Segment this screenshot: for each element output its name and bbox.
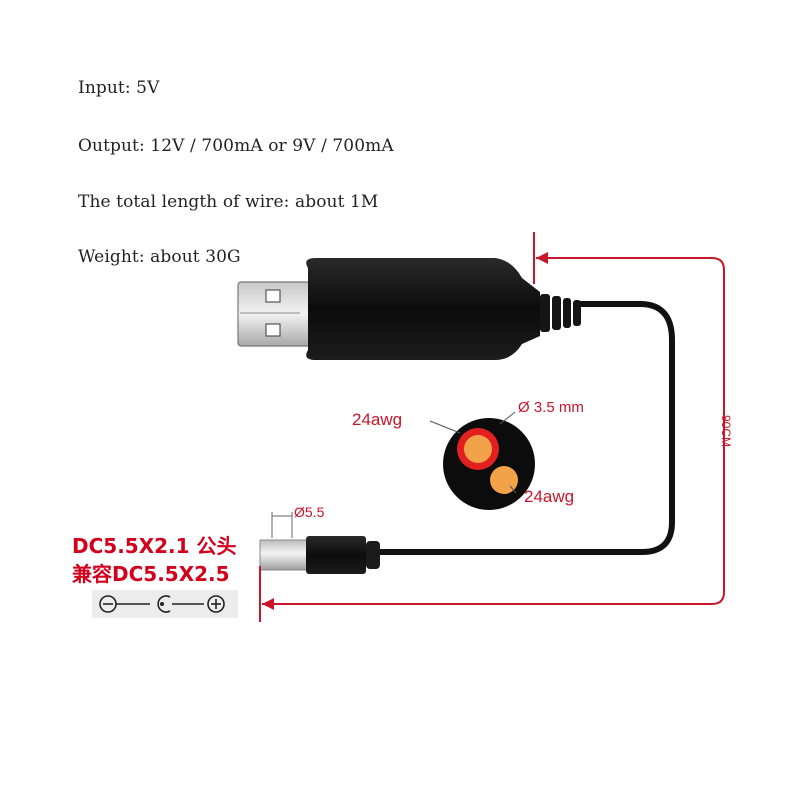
cable (375, 301, 675, 555)
cable-length-label: 90CM (719, 414, 734, 448)
wire-gauge-label-right: 24awg (524, 487, 575, 506)
usb-housing (306, 258, 540, 360)
cable-cross-section (443, 418, 535, 510)
weight-spec: Weight: about 30G (78, 247, 241, 267)
polarity-plus-icon (207, 595, 225, 613)
dimension-arrow-top (536, 252, 548, 264)
usb-connector (237, 281, 311, 347)
dimension-arrow-bottom (262, 598, 274, 610)
wire-length-spec: The total length of wire: about 1M (78, 192, 379, 212)
plug-spec-line1: DC5.5X2.1 公头 (72, 534, 237, 558)
wire-gauge-label-left: 24awg (352, 410, 403, 429)
plug-diameter-label: Ø5.5 (294, 504, 325, 520)
plug-spec-line2: 兼容DC5.5X2.5 (72, 562, 230, 586)
output-spec: Output: 12V / 700mA or 9V / 700mA (78, 136, 394, 156)
strain-relief (540, 294, 581, 332)
center-pin-icon (157, 595, 171, 613)
dc-plug (259, 536, 380, 574)
dimension-line (259, 232, 725, 622)
cable-diameter-label: Ø 3.5 mm (518, 399, 584, 416)
input-spec: Input: 5V (78, 78, 160, 98)
